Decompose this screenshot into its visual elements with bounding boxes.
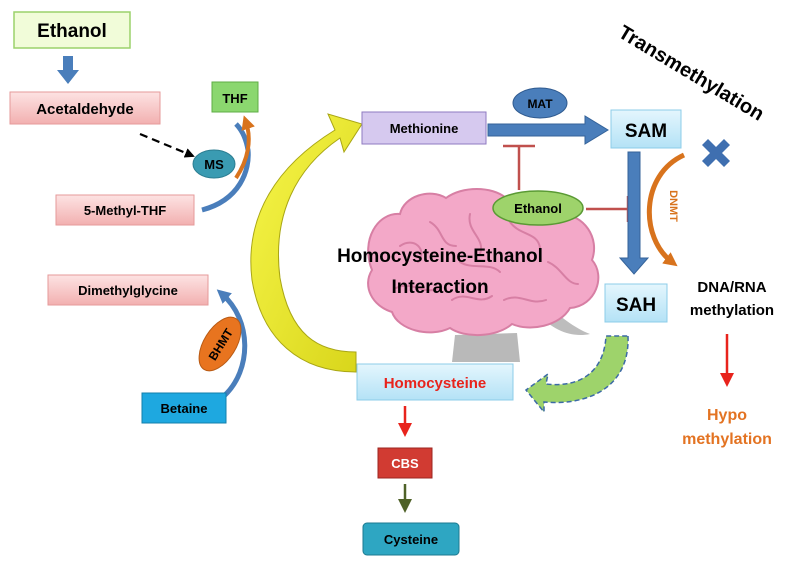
acetaldehyde-ms-dashed-arrow [139,132,195,158]
ethanol-to-acetaldehyde-arrow [57,56,79,84]
methionine-label: Methionine [390,121,459,136]
mat-enzyme [512,87,568,119]
ms-enzyme [192,149,236,179]
betaine-to-dmg-curve [216,289,248,398]
sah-box [604,283,668,323]
sah-to-homocysteine-arrow [524,335,629,415]
bhmt-enzyme [198,316,242,372]
methionine-to-sam-arrow [487,115,609,145]
cbs-label: CBS [391,456,419,471]
thf-box [211,81,259,113]
dna-rna-label-line1: DNA/RNA [697,279,766,296]
diagram-title-line1: Homocysteine-Ethanol [337,246,543,267]
sam-box [610,109,682,149]
sam-label: SAM [625,121,667,142]
acetaldehyde-label: Acetaldehyde [36,101,134,118]
methyl-thf-label: 5-Methyl-THF [84,203,166,218]
methylthf-to-thf-arrow [234,115,255,180]
ethanol-top-box [13,11,131,49]
hypo-label-line2: methylation [682,431,772,448]
cysteine-box [362,522,460,556]
dimethylglycine-box [47,274,209,306]
remethylation-arrow [250,113,363,373]
ethanol-mid-label: Ethanol [514,201,562,216]
hypo-label-line1: Hypo [707,407,747,424]
cbs-box [377,447,433,479]
ms-label: MS [204,157,224,172]
sam-to-sah-arrow [618,151,650,275]
mat-label: MAT [527,97,553,111]
betaine-label: Betaine [161,401,208,416]
ethanol-top-label: Ethanol [37,21,107,42]
homocysteine-label: Homocysteine [384,375,487,392]
dnmt-label: DNMT [667,190,679,222]
dimethylglycine-label: Dimethylglycine [78,283,178,298]
sah-label: SAH [616,295,656,316]
homocysteine-box [356,363,514,401]
dnmt-curve-arrow [646,152,686,267]
acetaldehyde-box [9,91,161,125]
cysteine-label: Cysteine [384,532,438,547]
betaine-box [141,392,227,424]
x-mark-icon [702,139,730,167]
methyl-thf-box [55,194,195,226]
dna-rna-label-line2: methylation [690,302,774,319]
diagram-title-line2: Interaction [391,277,488,298]
methionine-box [361,111,487,145]
thf-label: THF [222,91,247,106]
ethanol-mid-ellipse [492,190,584,226]
